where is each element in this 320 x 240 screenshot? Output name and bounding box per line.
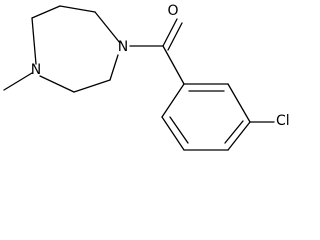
atom-chlorine-label: Cl — [276, 113, 290, 129]
bond-carbonyl-ring — [162, 45, 185, 85]
bond-carbonyl-oxygen-2 — [167, 22, 183, 51]
bond-benz-6-1 — [161, 83, 185, 118]
bond-ring-n1-c2 — [94, 11, 121, 44]
bond-ring-c7-n1 — [109, 54, 119, 81]
bond-ring-c4-n5 — [31, 17, 37, 65]
bond-benz-inner-c — [169, 116, 189, 144]
atom-nitrogen-acyl-label: N — [118, 39, 128, 55]
atom-nitrogen-methyl-label: N — [31, 62, 41, 78]
bond-carbonyl-oxygen-1 — [162, 18, 178, 47]
bond-benz-5-6 — [161, 116, 185, 151]
bond-benz-inner-b — [224, 120, 244, 144]
diazepane-ring — [31, 5, 121, 93]
benzene-ring — [161, 83, 251, 151]
molecule-structure: O N N Cl — [3, 3, 290, 151]
bond-benz-2-3 — [227, 83, 251, 123]
bond-n-methyl — [3, 72, 33, 91]
bond-ring-c3-c4 — [31, 5, 61, 19]
bond-ring-n5-c6 — [39, 75, 75, 93]
bond-ring-c6-c7 — [73, 79, 111, 93]
atom-oxygen-label: O — [167, 3, 178, 19]
bond-ring-c2-c3 — [59, 5, 96, 13]
bond-benz-3-4 — [227, 121, 251, 151]
